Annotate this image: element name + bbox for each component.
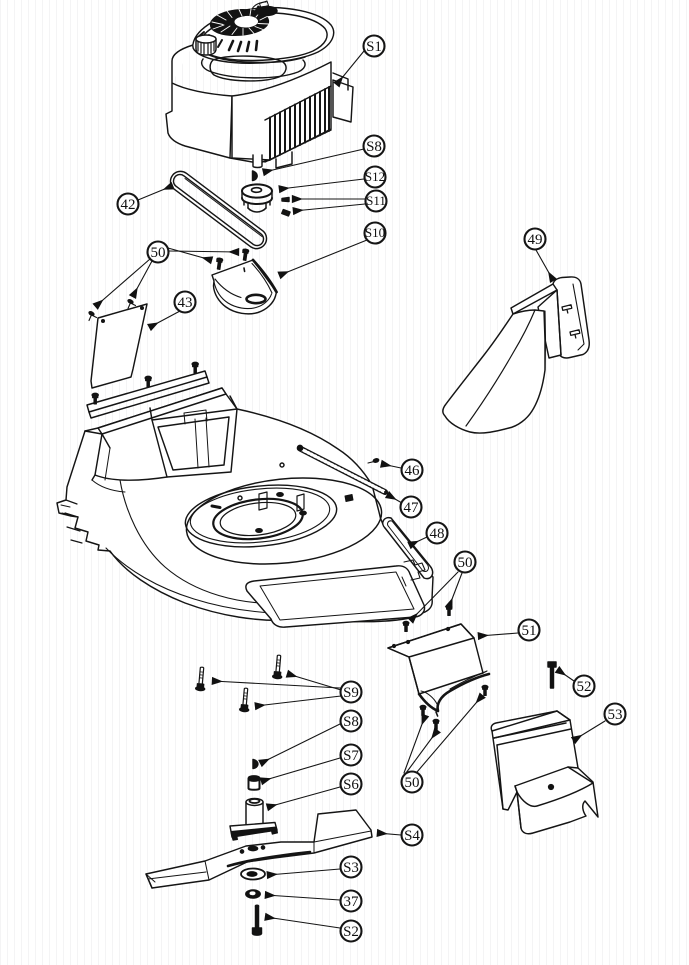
svg-text:S1: S1 <box>366 39 382 55</box>
svg-text:S6: S6 <box>343 777 359 793</box>
svg-text:49: 49 <box>528 232 543 248</box>
svg-text:47: 47 <box>404 500 420 516</box>
svg-text:S3: S3 <box>343 860 359 876</box>
svg-text:37: 37 <box>344 894 360 910</box>
svg-text:43: 43 <box>178 295 193 311</box>
svg-text:50: 50 <box>151 245 166 261</box>
svg-text:S9: S9 <box>343 685 359 701</box>
svg-text:48: 48 <box>430 526 445 542</box>
svg-text:S12: S12 <box>365 169 385 184</box>
svg-text:50: 50 <box>405 775 420 791</box>
svg-text:S8: S8 <box>366 139 382 155</box>
svg-text:52: 52 <box>577 679 592 695</box>
svg-text:50: 50 <box>458 555 473 571</box>
svg-text:46: 46 <box>405 463 421 479</box>
svg-text:S10: S10 <box>365 225 385 240</box>
svg-text:S2: S2 <box>343 924 359 940</box>
svg-text:51: 51 <box>522 623 537 639</box>
svg-text:S4: S4 <box>404 828 420 844</box>
svg-text:S8: S8 <box>343 714 359 730</box>
svg-text:42: 42 <box>121 197 136 213</box>
svg-text:S11: S11 <box>366 193 386 208</box>
svg-text:S7: S7 <box>343 748 359 764</box>
svg-text:53: 53 <box>608 707 623 723</box>
